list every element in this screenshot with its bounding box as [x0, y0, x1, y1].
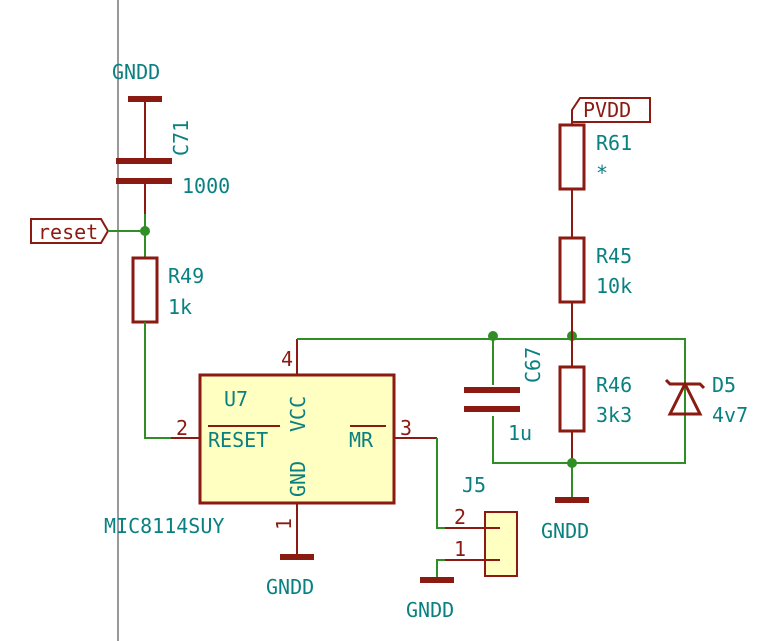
c71-value: 1000	[182, 174, 230, 198]
r61-ref: R61	[596, 131, 632, 155]
j5-pin2-number: 2	[454, 505, 466, 529]
wire-vcc-rail	[297, 338, 686, 464]
ic-u7[interactable]: 2 RESET 4 VCC 1 GND 3 MR U7 MIC8114SUY	[104, 339, 437, 557]
junction-c67-top	[488, 331, 498, 341]
gndd-symbol-j5[interactable]: GNDD	[406, 577, 454, 622]
reset-net-text: reset	[38, 220, 98, 244]
r49-ref: R49	[168, 264, 204, 288]
r49-value: 1k	[168, 295, 192, 319]
connector-j5[interactable]: J5 2 1	[445, 473, 518, 577]
c67-value: 1u	[508, 421, 532, 445]
resistor-r46[interactable]: R46 3k3	[558, 339, 632, 463]
d5-ref: D5	[712, 373, 736, 397]
wire-r49-to-u7	[144, 322, 171, 439]
junction-reset	[140, 226, 150, 236]
pvdd-power-flag[interactable]: PVDD	[571, 97, 651, 123]
gndd-label-r46: GNDD	[541, 519, 589, 543]
d5-value: 4v7	[712, 403, 748, 427]
gndd-symbol-top[interactable]: GNDD	[112, 60, 162, 116]
zener-diode-d5[interactable]: D5 4v7	[664, 373, 748, 427]
u7-value: MIC8114SUY	[104, 514, 224, 538]
resistor-r61[interactable]: R61 *	[558, 110, 632, 238]
u7-pin2-number: 2	[176, 416, 188, 440]
u7-pin1-number: 1	[272, 518, 296, 530]
u7-pin4-number: 4	[281, 347, 293, 371]
resistor-r45[interactable]: R45 10k	[558, 236, 632, 339]
u7-ref: U7	[224, 387, 248, 411]
pvdd-text: PVDD	[583, 98, 631, 122]
gndd-label-j5: GNDD	[406, 598, 454, 622]
wire-mr-to-j5	[436, 438, 445, 529]
gndd-label-top: GNDD	[112, 60, 160, 84]
u7-mr-pin-label: MR	[349, 428, 374, 452]
u7-vcc-pin-label: VCC	[286, 396, 310, 432]
j5-pin1-number: 1	[454, 537, 466, 561]
r46-value: 3k3	[596, 403, 632, 427]
gndd-symbol-r46[interactable]: GNDD	[541, 497, 589, 543]
r45-ref: R45	[596, 244, 632, 268]
capacitor-c67[interactable]: C67 1u	[464, 347, 545, 445]
c71-ref: C71	[169, 120, 193, 156]
resistor-r49[interactable]: R49 1k	[131, 256, 204, 324]
r46-ref: R46	[596, 373, 632, 397]
u7-pin3-number: 3	[400, 416, 412, 440]
wire-j5-pin1-to-gnd	[436, 559, 445, 580]
gndd-label-u7: GNDD	[266, 575, 314, 599]
r45-value: 10k	[596, 274, 632, 298]
j5-ref: J5	[462, 473, 486, 497]
r61-value: *	[596, 161, 608, 185]
u7-reset-pin-label: RESET	[208, 428, 268, 452]
capacitor-c71[interactable]: C71 1000	[116, 116, 230, 214]
c67-ref: C67	[521, 347, 545, 383]
u7-gnd-pin-label: GND	[286, 461, 310, 497]
gndd-symbol-u7[interactable]: GNDD	[266, 554, 314, 599]
reset-net-label[interactable]: reset	[30, 218, 110, 244]
